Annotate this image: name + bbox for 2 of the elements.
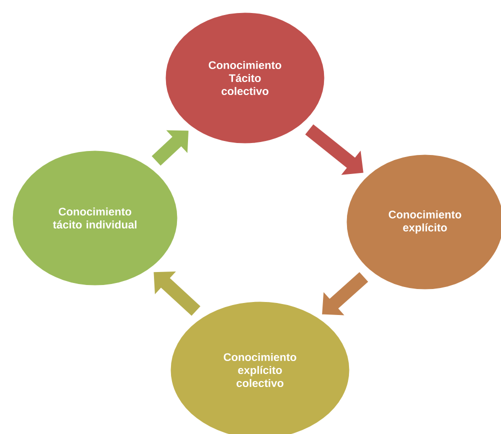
arrow (322, 272, 368, 316)
arrow (152, 130, 188, 166)
